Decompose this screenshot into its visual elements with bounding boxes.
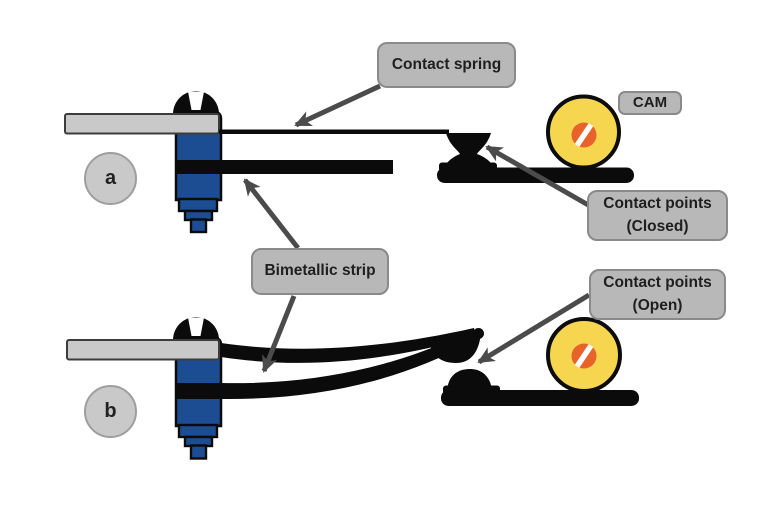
adjuster-tip-a — [189, 218, 208, 234]
bimetallic-strip-b-upper — [221, 328, 476, 363]
label-contact-points-closed-line2: (Closed) — [626, 217, 689, 235]
label-bimetallic-strip-text: Bimetallic strip — [264, 262, 376, 280]
bimetallic-strip-b-lower — [177, 333, 471, 400]
mounting-bracket-a — [64, 113, 220, 135]
label-contact-spring: Contact spring — [377, 42, 516, 88]
mounting-bracket-b — [66, 339, 220, 361]
contact-spring-a — [219, 129, 449, 134]
label-contact-points-open: Contact points (Open) — [589, 269, 726, 320]
label-bimetallic-strip: Bimetallic strip — [251, 248, 389, 295]
label-contact-points-closed-line1: Contact points — [603, 195, 712, 213]
adjuster-step1-b — [177, 423, 219, 439]
arrow-contact-points-closed — [485, 144, 592, 209]
adjuster-tip-b — [189, 444, 208, 460]
cam-core-slash-b — [574, 344, 594, 368]
figure-a — [64, 91, 634, 234]
adjuster-step1-a — [177, 197, 219, 213]
figure-badge-b: b — [84, 385, 137, 438]
annotation-arrows — [243, 83, 592, 373]
label-cam-text: CAM — [632, 94, 668, 112]
arrow-bimetallic-strip-a — [243, 178, 300, 250]
cam-core-slash-a — [574, 123, 594, 147]
screw-slot-b — [188, 317, 204, 336]
label-contact-spring-text: Contact spring — [391, 55, 502, 73]
arrow-contact-spring — [294, 83, 382, 128]
arrow-contact-points-open — [477, 292, 591, 365]
label-contact-points-open-line1: Contact points — [603, 274, 712, 292]
arrow-bimetallic-strip-b — [261, 295, 297, 373]
contact-points-a — [443, 133, 495, 171]
label-contact-points-open-line2: (Open) — [632, 296, 683, 314]
strip-tip-b — [473, 328, 484, 339]
label-contact-points-closed: Contact points (Closed) — [587, 190, 728, 241]
figure-badge-b-text: b — [104, 400, 117, 422]
figure-b — [66, 317, 639, 460]
label-cam: CAM — [618, 91, 682, 115]
figure-badge-a-text: a — [104, 167, 117, 189]
bimetallic-strip-a — [176, 160, 393, 174]
base-plate-b — [441, 390, 639, 406]
screw-slot-a — [188, 91, 204, 110]
figure-badge-a: a — [84, 152, 137, 205]
moving-contact-b — [429, 333, 481, 363]
